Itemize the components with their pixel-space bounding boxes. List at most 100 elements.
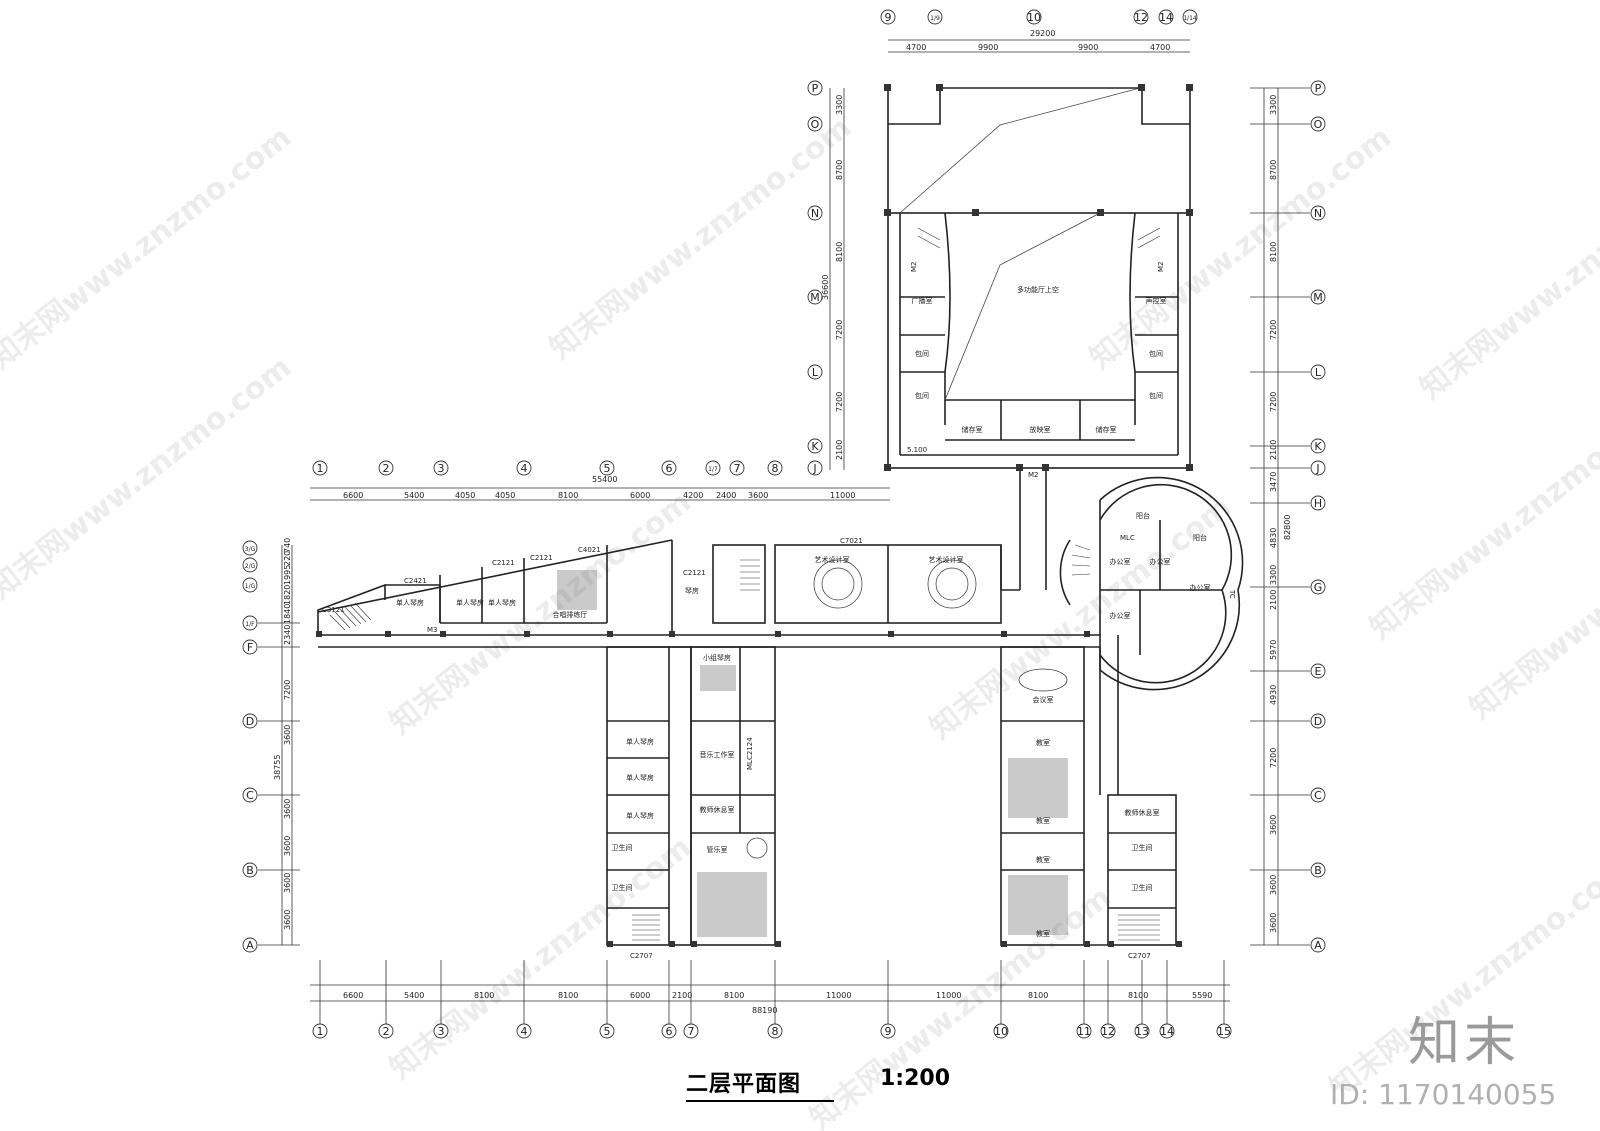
- axis-label-right: N: [1314, 207, 1322, 220]
- watermark-layer: 知末网www.znzmo.com 知末网www.znzmo.com 知末网www…: [0, 110, 1600, 1131]
- axis-label-bottom: 11: [1077, 1025, 1091, 1038]
- room-label: 教师休息室: [1125, 808, 1160, 817]
- room-label: 办公室: [1110, 611, 1131, 620]
- title-underline: [686, 1100, 834, 1102]
- door-label: M2: [1028, 471, 1039, 479]
- axis-bubbles: 1 2 3 4 5 6 7 8 9 10 11 12 13 14 15 1 2 …: [242, 9, 1326, 1039]
- axis-label-mid: O: [811, 118, 820, 131]
- dim-bottom: 8100: [474, 991, 494, 1000]
- room-label: 管乐室: [707, 845, 728, 854]
- axis-label-top: 12: [1134, 11, 1148, 24]
- axis-label-right: K: [1314, 440, 1322, 453]
- dim-mid-total: 36600: [821, 275, 830, 300]
- axis-label-right: A: [1314, 939, 1322, 952]
- dim-upper: 4200: [683, 491, 703, 500]
- room-label: 单人琴房: [396, 598, 424, 607]
- drawing-title: 二层平面图: [686, 1072, 802, 1097]
- axis-label-right: C: [1314, 789, 1322, 802]
- dim-mid: 8700: [835, 160, 844, 180]
- room-label: 办公室: [1110, 557, 1131, 566]
- axis-label-left: F: [247, 641, 253, 654]
- axis-label-upper: 4: [521, 462, 528, 475]
- axis-label-upper: 3: [438, 462, 445, 475]
- room-label: 储存室: [962, 425, 983, 434]
- axis-label-bottom: 1: [317, 1025, 324, 1038]
- room-label: 卫生间: [612, 883, 633, 892]
- axis-label-mid: N: [811, 207, 819, 220]
- watermark-text: 知末网www.znzmo.com: [1413, 150, 1600, 407]
- axis-label-right: G: [1314, 581, 1323, 594]
- dim-left-total: 38755: [273, 755, 282, 780]
- window-label: C2121: [683, 569, 706, 577]
- dim-bottom: 8100: [1128, 991, 1148, 1000]
- dim-right: 3300: [1269, 565, 1278, 585]
- axis-label-right: B: [1314, 864, 1322, 877]
- furniture: [746, 559, 1068, 859]
- dim-bottom-total: 88190: [752, 1006, 777, 1015]
- axis-label-left: C: [246, 789, 254, 802]
- room-label: 阳台: [1136, 511, 1150, 520]
- dim-mid: 3300: [835, 95, 844, 115]
- dim-top: 4700: [906, 43, 926, 52]
- dim-bottom: 6600: [343, 991, 363, 1000]
- axis-label-mid: K: [811, 440, 819, 453]
- watermark-text: 知末网www.znzmo.com: [383, 485, 698, 742]
- dim-right: 4930: [1269, 685, 1278, 705]
- dim-upper-total: 55400: [592, 475, 617, 484]
- axis-label-right: M: [1313, 291, 1323, 304]
- axis-label-bottom: 14: [1160, 1025, 1174, 1038]
- brand-logo: 知末: [1408, 1013, 1521, 1073]
- dimension-lines: [281, 39, 1279, 1002]
- room-label: 艺术设计室: [929, 555, 964, 564]
- axis-label-bottom: 12: [1101, 1025, 1115, 1038]
- stair-hatching: [329, 227, 1161, 941]
- axis-label-upper: 2: [383, 462, 390, 475]
- dim-left: 3600: [283, 799, 292, 819]
- room-label: 办公室: [1150, 557, 1171, 566]
- dim-bottom: 5400: [404, 991, 424, 1000]
- dim-left-upper: 2340: [283, 625, 292, 645]
- axis-label-left: 2/G: [245, 563, 256, 570]
- axis-label-right: H: [1314, 497, 1322, 510]
- room-label: 会议室: [1033, 695, 1054, 704]
- dim-right: 5970: [1269, 640, 1278, 660]
- axis-label-mid: M: [810, 291, 820, 304]
- room-label: 包间: [915, 349, 929, 358]
- desk-grids: [557, 570, 1068, 937]
- window-label: C4021: [578, 546, 601, 554]
- axis-label-mid: J: [812, 462, 816, 475]
- axis-label-right: O: [1314, 118, 1323, 131]
- axis-label-bottom: 15: [1217, 1025, 1231, 1038]
- dimension-texts: 6600 5400 8100 8100 6000 2100 8100 11000…: [273, 29, 1292, 1015]
- room-label: 教室: [1036, 816, 1050, 825]
- dim-left: 3600: [283, 873, 292, 893]
- dim-right: 3300: [1269, 95, 1278, 115]
- dim-top: 4700: [1150, 43, 1170, 52]
- room-label: 广播室: [912, 296, 933, 305]
- room-label: 合唱排练厅: [553, 610, 588, 619]
- axis-label-bottom: 5: [604, 1025, 611, 1038]
- dim-right: 8100: [1269, 242, 1278, 262]
- axis-label-bottom: 7: [688, 1025, 695, 1038]
- axis-label-upper: 6: [666, 462, 673, 475]
- dim-upper: 4050: [455, 491, 475, 500]
- dim-upper: 6600: [343, 491, 363, 500]
- dim-bottom: 8100: [1028, 991, 1048, 1000]
- dim-upper: 8100: [558, 491, 578, 500]
- axis-label-top: 9: [885, 11, 892, 24]
- dim-left: 3600: [283, 725, 292, 745]
- dim-mid: 8100: [835, 242, 844, 262]
- dim-right: 3600: [1269, 875, 1278, 895]
- room-label: 教室: [1036, 855, 1050, 864]
- axis-label-upper: 1/7: [708, 466, 718, 473]
- room-label: 包间: [915, 391, 929, 400]
- dim-right: 3600: [1269, 815, 1278, 835]
- axis-label-top: 1/14: [1183, 15, 1197, 22]
- window-label: C3121: [322, 606, 345, 614]
- walls: [317, 87, 1191, 946]
- room-label: 声控室: [1146, 296, 1167, 305]
- room-label: 教师休息室: [700, 805, 735, 814]
- dim-left-upper: 1840: [283, 604, 292, 624]
- window-label: C7021: [840, 537, 863, 545]
